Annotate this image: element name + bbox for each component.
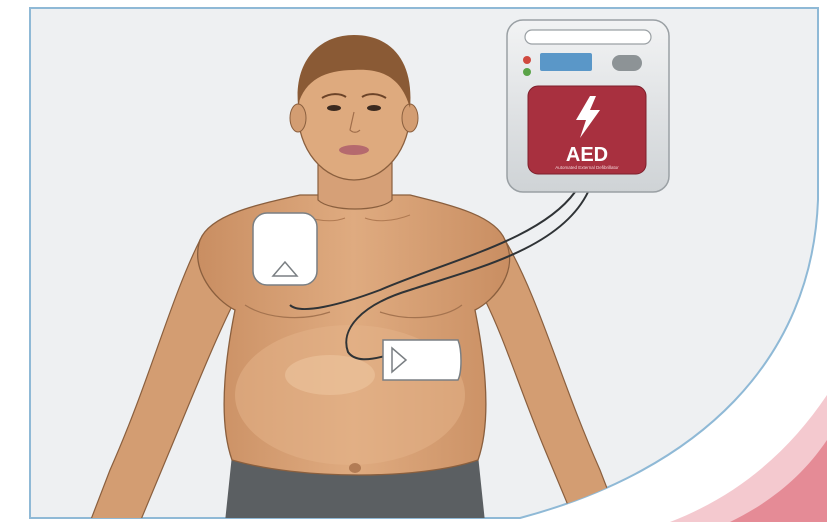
lower-side-pad [383, 340, 461, 380]
torso [198, 195, 510, 475]
upper-chest-pad [253, 213, 317, 285]
device-display [540, 53, 592, 71]
handle-slot [525, 30, 651, 44]
device-button [612, 55, 642, 71]
aed-subtitle: Automated External Defibrillator [555, 165, 619, 170]
mouth [339, 145, 369, 155]
aed-label: AED [566, 144, 608, 166]
right-eye [367, 105, 381, 111]
aed-device: AED Automated External Defibrillator [507, 20, 669, 192]
status-light-green [523, 68, 531, 76]
status-light-red [523, 56, 531, 64]
left-eye [327, 105, 341, 111]
